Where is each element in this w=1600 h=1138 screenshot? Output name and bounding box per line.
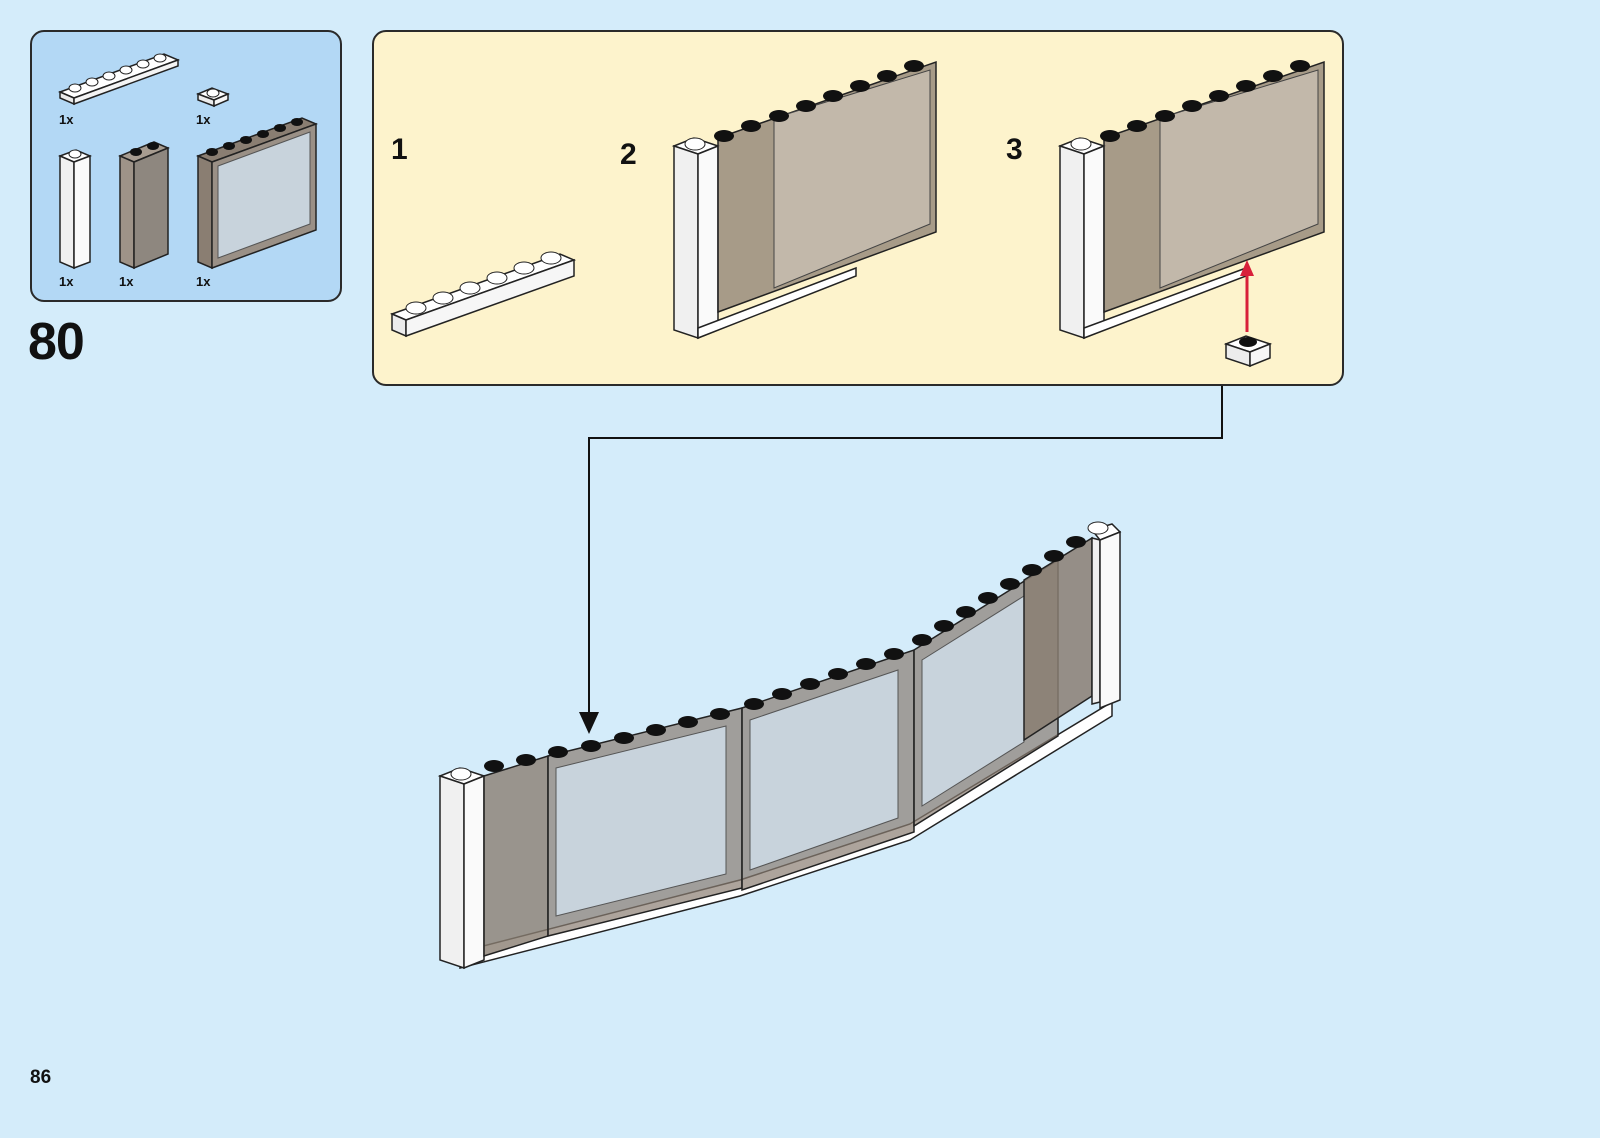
page-number: 86 (30, 1067, 51, 1089)
curved-wall-assembly (440, 522, 1120, 968)
